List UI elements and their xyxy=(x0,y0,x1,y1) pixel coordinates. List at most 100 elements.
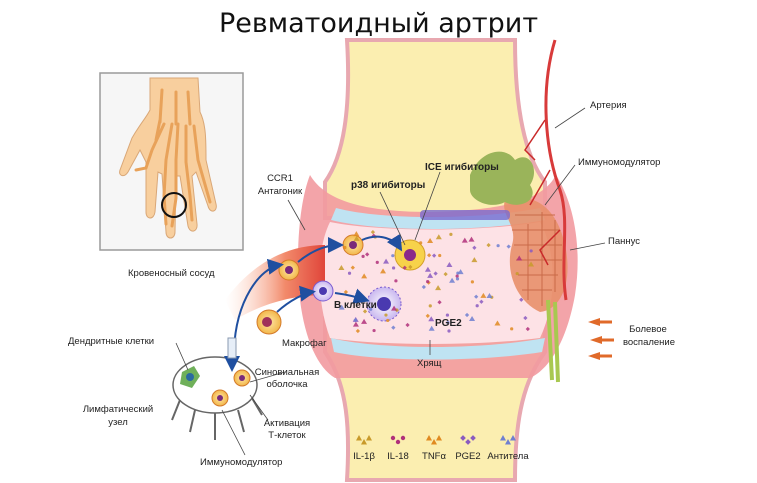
leader-lines xyxy=(175,107,606,456)
cytokine-particle xyxy=(455,277,460,281)
cytokine-particle xyxy=(435,234,442,240)
cytokine-particle xyxy=(372,328,376,333)
label-immunomodulator-right: Иммуномодулятор xyxy=(578,157,661,168)
cytokine-particle xyxy=(425,313,430,318)
cytokine-particle xyxy=(433,271,438,276)
cytokine-particle xyxy=(361,318,368,324)
cytokine-particle xyxy=(435,285,442,291)
cytokine-particle xyxy=(464,312,470,318)
cytokine-particle xyxy=(402,265,407,270)
label-blood-vessel: Кровеносный сосуд xyxy=(128,268,215,279)
lower-cartilage xyxy=(331,338,545,360)
cytokine-particle xyxy=(468,236,475,242)
legend-dots-icon xyxy=(390,435,406,445)
cytokine-particle xyxy=(352,321,359,327)
cytokine-particle xyxy=(405,322,410,328)
cytokine-particle xyxy=(419,241,423,245)
cytokine-particle xyxy=(443,272,448,277)
cytokine-particle xyxy=(529,249,533,253)
cytokine-particle xyxy=(383,258,390,264)
label-lymph-node: узел xyxy=(108,417,128,428)
label-pannus: Паннус xyxy=(608,236,640,247)
cytokine-particle xyxy=(471,257,478,263)
cytokine-particle xyxy=(516,255,523,261)
legend-wedge-icon xyxy=(426,435,442,445)
cytokine-particle xyxy=(338,264,345,270)
label-artery: Артерия xyxy=(590,100,627,111)
cytokine-particle xyxy=(472,245,477,250)
cytokine-particle xyxy=(461,237,468,243)
cytokine-particle xyxy=(355,328,361,334)
cytokine-particle xyxy=(370,229,376,235)
cartilage-edge-cells xyxy=(546,299,560,383)
legend-label-antibodies: Антитела xyxy=(487,451,529,462)
cytokine-particle xyxy=(480,292,487,298)
cytokine-particle xyxy=(386,318,390,323)
legend-icons xyxy=(356,435,516,445)
label-pain: Болевое xyxy=(629,324,667,335)
cytokine-particle xyxy=(438,253,442,258)
pain-arrows xyxy=(588,318,614,360)
label-synovial-membrane: оболочка xyxy=(266,379,308,390)
artery-branches xyxy=(524,119,561,266)
cytokine-particle xyxy=(391,325,396,330)
cytokine-particle xyxy=(469,315,476,321)
cytokine-particle xyxy=(391,254,395,258)
cytokine-particle xyxy=(523,315,528,321)
cytokine-particle xyxy=(486,293,493,299)
lymph-node xyxy=(171,356,263,440)
label-ice-inhibitors: ICE игибиторы xyxy=(425,162,499,173)
cytokine-particle xyxy=(519,297,524,302)
cytokine-particle xyxy=(455,274,459,278)
artery xyxy=(544,39,568,301)
hand-inset xyxy=(99,72,244,251)
cytokine-particle xyxy=(470,280,475,284)
cytokine-particle xyxy=(428,325,435,331)
cytokine-particle xyxy=(347,271,352,275)
diagram-title: Ревматоидный артрит xyxy=(218,8,539,39)
cytokine-particle xyxy=(353,317,358,323)
lymph-duct xyxy=(227,337,237,359)
cytokine-particle xyxy=(447,329,451,333)
cytokine-particle xyxy=(426,279,430,284)
cytokine-particle xyxy=(506,244,511,249)
pathway-arrows xyxy=(224,233,403,372)
cytokine-particle xyxy=(424,266,431,272)
label-p38-inhibitors: р38 игибиторы xyxy=(351,180,426,191)
cytokine-particle xyxy=(432,253,437,258)
cytokine-particle xyxy=(494,320,501,326)
label-b-cells: В клетки xyxy=(334,300,377,311)
cytokine-particle xyxy=(338,304,345,310)
legend-label-tnfa: TNFα xyxy=(422,451,446,462)
cytokine-particle xyxy=(362,309,368,314)
label-macrophage: Макрофаг xyxy=(282,338,327,349)
legend-label-il18: IL-18 xyxy=(387,451,409,462)
label-ccr1-antagonist: Антагоник xyxy=(257,186,303,197)
legend-antibody-icon xyxy=(500,435,516,445)
joint xyxy=(298,38,578,482)
cytokine-particle xyxy=(446,262,453,268)
cytokine-particle xyxy=(380,268,387,274)
cytokine-particle xyxy=(361,273,368,279)
legend-triangle-icon xyxy=(356,435,372,445)
cytokine-particle xyxy=(525,326,530,332)
affected-joint-circle xyxy=(161,192,187,218)
cytokine-particle xyxy=(428,304,432,308)
cytokine-particle xyxy=(427,272,434,278)
label-cartilage: Хрящ xyxy=(417,358,442,369)
cytokine-particle xyxy=(353,235,360,241)
cytokine-particle xyxy=(365,252,370,257)
cytokine-particle xyxy=(486,243,491,248)
cytokine-particle xyxy=(446,321,450,325)
cytokine-particle xyxy=(343,289,349,295)
cytokine-particle xyxy=(427,238,434,244)
immunomodulator-cloud xyxy=(470,151,535,205)
hand-bones xyxy=(134,88,212,228)
hand-outline xyxy=(119,77,217,239)
cytokine-particle xyxy=(496,244,500,248)
cytokine-particle xyxy=(353,231,360,237)
label-pge2: PGE2 xyxy=(435,318,462,329)
cytokine-particle xyxy=(394,279,398,283)
legend-diamond-icon xyxy=(460,435,476,445)
label-dendritic-cells: Дендритные клетки xyxy=(68,336,155,347)
